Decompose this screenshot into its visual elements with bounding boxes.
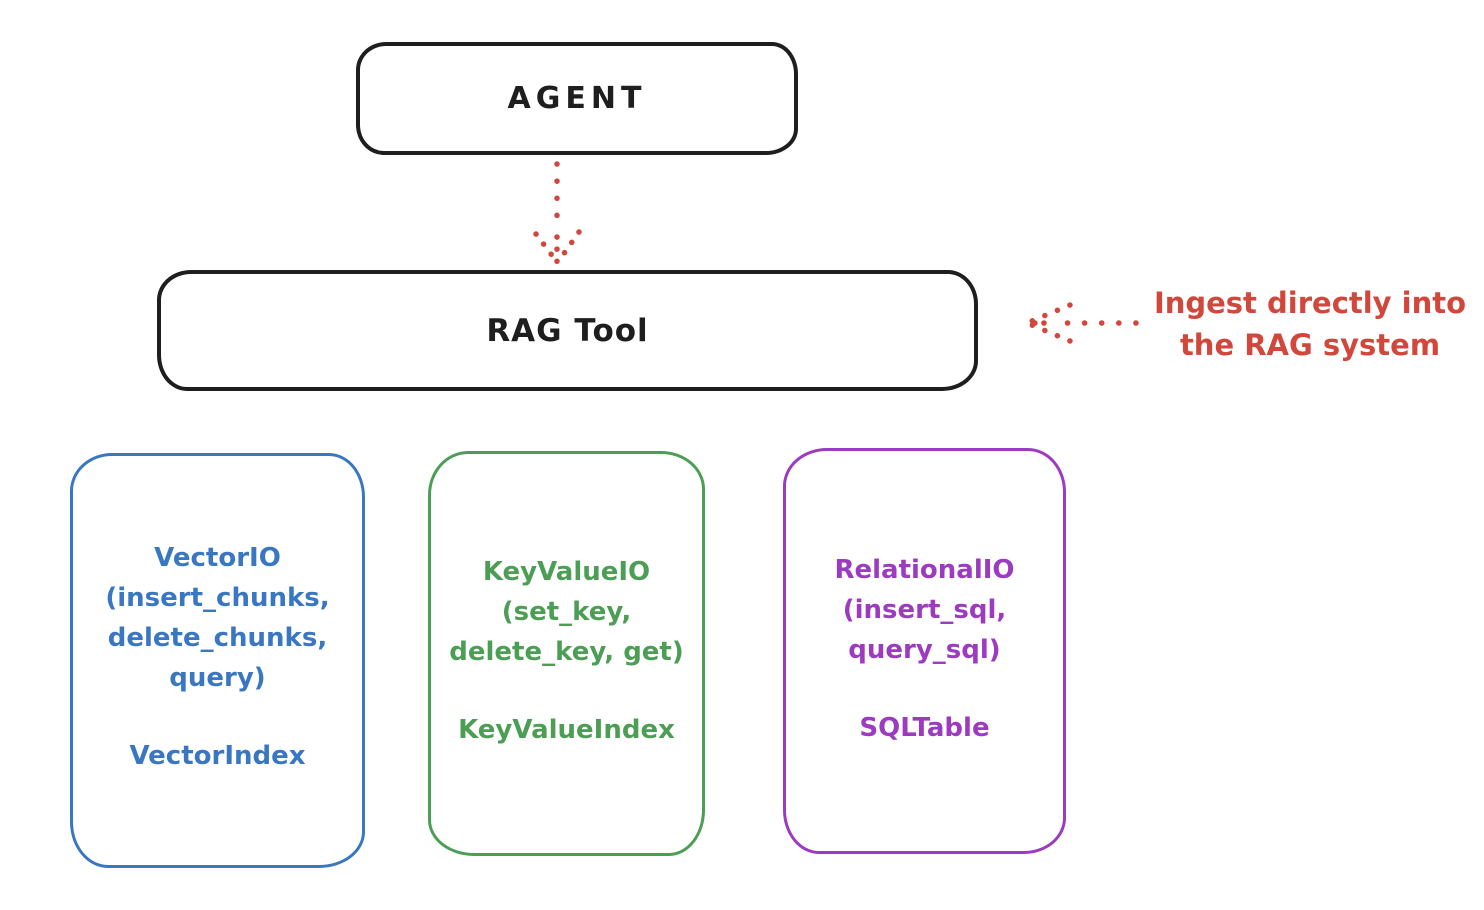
- key-value-io-methods-line-2: delete_key, get): [449, 637, 684, 667]
- key-value-io-title: KeyValueIO: [482, 557, 651, 587]
- ingest-annotation: Ingest directly into the RAG system: [1140, 282, 1480, 366]
- agent-node: AGENT: [356, 42, 798, 155]
- ingest-annotation-line-1: Ingest directly into: [1153, 286, 1467, 320]
- relational-io-methods-line-1: (insert_sql,: [842, 595, 1007, 625]
- key-value-io-methods-line-1: (set_key,: [501, 597, 632, 627]
- key-value-io-node: KeyValueIO (set_key, delete_key, get) Ke…: [428, 451, 705, 856]
- sql-table-label: SQLTable: [859, 713, 990, 743]
- vector-io-methods-line-1: (insert_chunks,: [105, 583, 330, 613]
- vector-io-methods-line-2: delete_chunks,: [107, 623, 328, 653]
- relational-io-node: RelationalIO (insert_sql, query_sql) SQL…: [783, 448, 1066, 854]
- dotted-left-arrow-icon: [1023, 302, 1139, 344]
- vector-io-title: VectorIO: [154, 543, 281, 573]
- vector-index-label: VectorIndex: [129, 741, 306, 771]
- dotted-down-arrow-icon: [533, 161, 582, 265]
- rag-tool-label: RAG Tool: [486, 312, 649, 349]
- vector-io-node: VectorIO (insert_chunks, delete_chunks, …: [70, 453, 365, 868]
- relational-io-methods-line-2: query_sql): [848, 635, 1001, 665]
- relational-io-title: RelationalIO: [834, 555, 1015, 585]
- vector-io-methods-line-3: query): [169, 663, 266, 693]
- key-value-index-label: KeyValueIndex: [458, 715, 675, 745]
- ingest-annotation-line-2: the RAG system: [1179, 328, 1441, 362]
- rag-tool-node: RAG Tool: [157, 270, 978, 391]
- agent-label: AGENT: [507, 81, 647, 116]
